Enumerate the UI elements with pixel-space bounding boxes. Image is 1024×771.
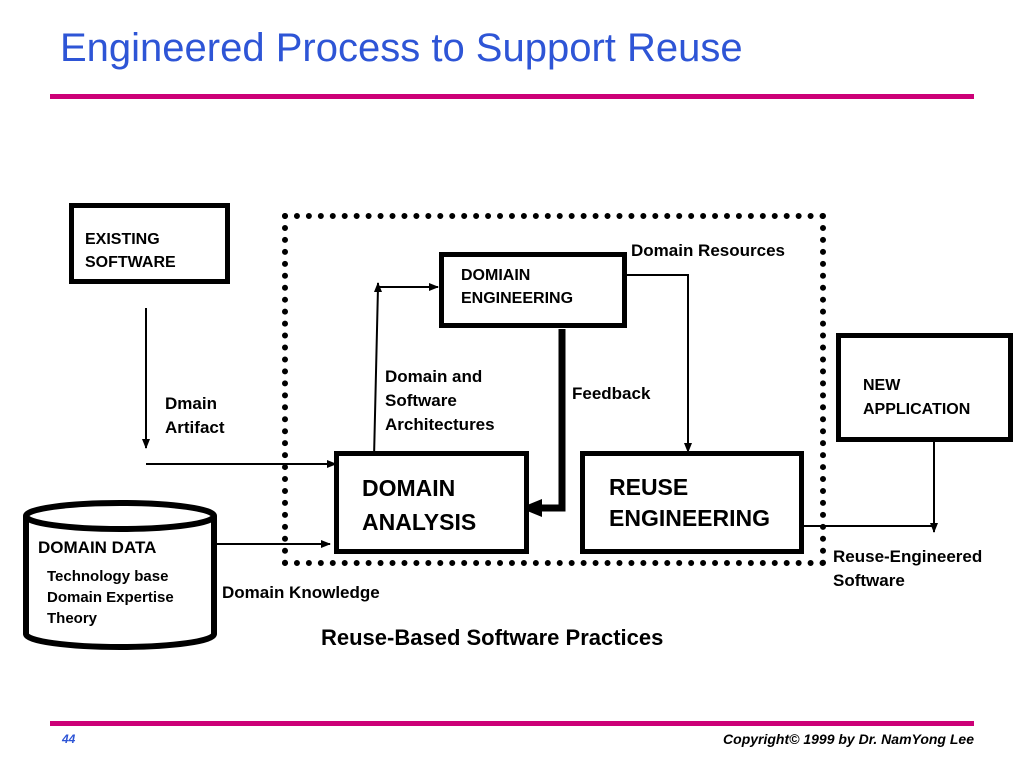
new-application-line2: APPLICATION [863, 401, 971, 418]
new-application-box: NEW APPLICATION [836, 333, 1013, 442]
domain-analysis-line2: ANALYSIS [362, 509, 477, 535]
reuse-engineered-label-1: Reuse-Engineered [833, 547, 983, 566]
footer-divider [50, 721, 974, 726]
existing-software-line1: EXISTING [85, 231, 160, 248]
architectures-label-2: Software [385, 391, 457, 410]
domain-analysis-line1: DOMAIN [362, 475, 456, 501]
architectures-label-3: Architectures [385, 415, 495, 434]
domain-engineering-line2: ENGINEERING [461, 290, 574, 307]
feedback-arrow [520, 329, 566, 517]
diagram-caption: Reuse-Based Software Practices [321, 625, 664, 650]
dmain-artifact-label-2: Artifact [165, 418, 225, 437]
page-number: 44 [62, 732, 76, 746]
title-divider [50, 94, 974, 99]
reuse-engineering-box: REUSE ENGINEERING [580, 451, 804, 554]
domain-resources-label: Domain Resources [631, 241, 785, 260]
slide-title: Engineered Process to Support Reuse [60, 26, 743, 70]
new-application-line1: NEW [863, 377, 901, 394]
domain-data-item-3: Theory [47, 610, 98, 627]
existing-software-box: EXISTING SOFTWARE [69, 203, 230, 284]
reuse-practices-boundary [282, 213, 826, 566]
copyright-text: Copyright© 1999 by Dr. NamYong Lee [723, 731, 974, 747]
domain-data-item-1: Technology base [47, 568, 169, 585]
feedback-label: Feedback [572, 384, 651, 403]
reuse-engineered-label-2: Software [833, 571, 905, 590]
domain-data-item-2: Domain Expertise [47, 589, 174, 606]
domain-engineering-line1: DOMIAIN [461, 267, 531, 284]
domain-data-cylinder [23, 500, 217, 650]
reuse-engineering-line1: REUSE [609, 474, 689, 500]
domain-engineering-box: DOMIAIN ENGINEERING [439, 252, 627, 328]
existing-software-line2: SOFTWARE [85, 254, 176, 271]
resources-to-reuse-arrow [627, 274, 692, 453]
reuse-engineering-line2: ENGINEERING [609, 505, 771, 531]
domain-knowledge-label: Domain Knowledge [222, 583, 380, 602]
architectures-label-1: Domain and [385, 367, 483, 386]
domain-analysis-box: DOMAIN ANALYSIS [334, 451, 529, 554]
domain-data-title: DOMAIN DATA [38, 538, 157, 557]
dmain-artifact-label-1: Dmain [165, 394, 217, 413]
